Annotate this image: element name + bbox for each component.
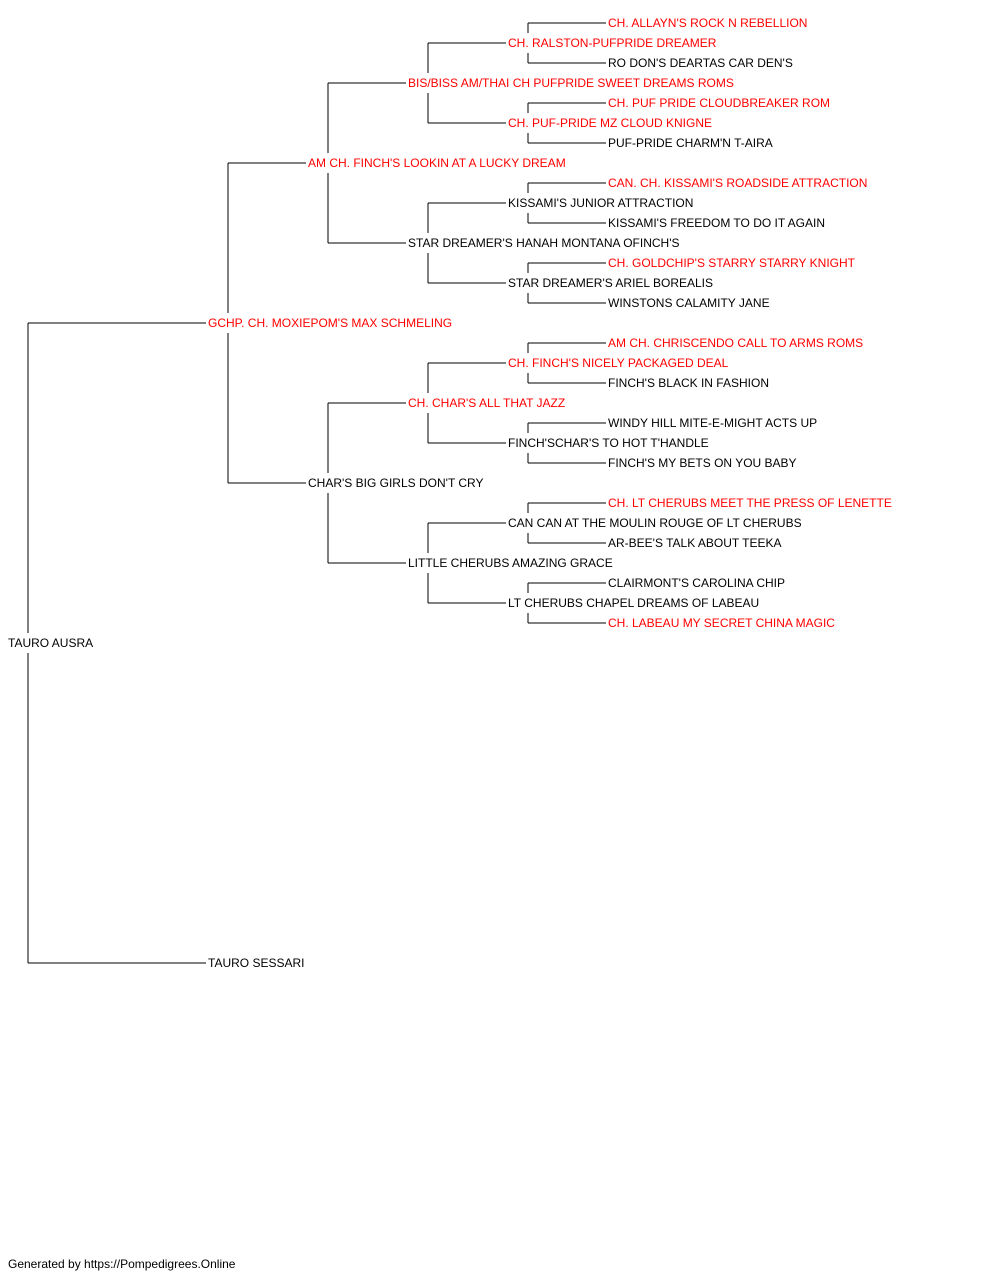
ancestor-name: CH. CHAR'S ALL THAT JAZZ [406, 396, 568, 410]
subject-dog-name: TAURO AUSRA [6, 636, 96, 650]
ancestor-name: AR-BEE'S TALK ABOUT TEEKA [606, 536, 784, 550]
ancestor-name: PUF-PRIDE CHARM'N T-AIRA [606, 136, 775, 150]
ancestor-name: CH. GOLDCHIP'S STARRY STARRY KNIGHT [606, 256, 858, 270]
ancestor-name: KISSAMI'S JUNIOR ATTRACTION [506, 196, 696, 210]
ancestor-name: WINDY HILL MITE-E-MIGHT ACTS UP [606, 416, 820, 430]
ancestor-name: STAR DREAMER'S HANAH MONTANA OFINCH'S [406, 236, 682, 250]
ancestor-name: CH. RALSTON-PUFPRIDE DREAMER [506, 36, 719, 50]
ancestor-name: CH. PUF PRIDE CLOUDBREAKER ROM [606, 96, 833, 110]
ancestor-name: BIS/BISS AM/THAI CH PUFPRIDE SWEET DREAM… [406, 76, 736, 90]
ancestor-name: CLAIRMONT'S CAROLINA CHIP [606, 576, 787, 590]
ancestor-name: CAN CAN AT THE MOULIN ROUGE OF LT CHERUB… [506, 516, 804, 530]
ancestor-name: RO DON'S DEARTAS CAR DEN'S [606, 56, 795, 70]
ancestor-name: FINCH'S BLACK IN FASHION [606, 376, 771, 390]
generated-by-footer: Generated by https://Pompedigrees.Online [8, 1257, 236, 1271]
ancestor-name: WINSTONS CALAMITY JANE [606, 296, 772, 310]
ancestor-name: KISSAMI'S FREEDOM TO DO IT AGAIN [606, 216, 828, 230]
ancestor-name: CH. PUF-PRIDE MZ CLOUD KNIGNE [506, 116, 715, 130]
ancestor-name: CHAR'S BIG GIRLS DON'T CRY [306, 476, 486, 490]
ancestor-name: CH. ALLAYN'S ROCK N REBELLION [606, 16, 810, 30]
ancestor-name: CH. LT CHERUBS MEET THE PRESS OF LENETTE [606, 496, 894, 510]
ancestor-name: GCHP. CH. MOXIEPOM'S MAX SCHMELING [206, 316, 455, 330]
ancestor-name: FINCH'S MY BETS ON YOU BABY [606, 456, 799, 470]
ancestor-name: FINCH'SCHAR'S TO HOT T'HANDLE [506, 436, 711, 450]
ancestor-name: CAN. CH. KISSAMI'S ROADSIDE ATTRACTION [606, 176, 870, 190]
ancestor-name: AM CH. CHRISCENDO CALL TO ARMS ROMS [606, 336, 866, 350]
ancestor-name: CH. LABEAU MY SECRET CHINA MAGIC [606, 616, 837, 630]
ancestor-name: TAURO SESSARI [206, 956, 307, 970]
ancestor-name: LT CHERUBS CHAPEL DREAMS OF LABEAU [506, 596, 762, 610]
ancestor-name: STAR DREAMER'S ARIEL BOREALIS [506, 276, 716, 290]
ancestor-name: CH. FINCH'S NICELY PACKAGED DEAL [506, 356, 731, 370]
ancestor-name: LITTLE CHERUBS AMAZING GRACE [406, 556, 615, 570]
ancestor-name: AM CH. FINCH'S LOOKIN AT A LUCKY DREAM [306, 156, 568, 170]
